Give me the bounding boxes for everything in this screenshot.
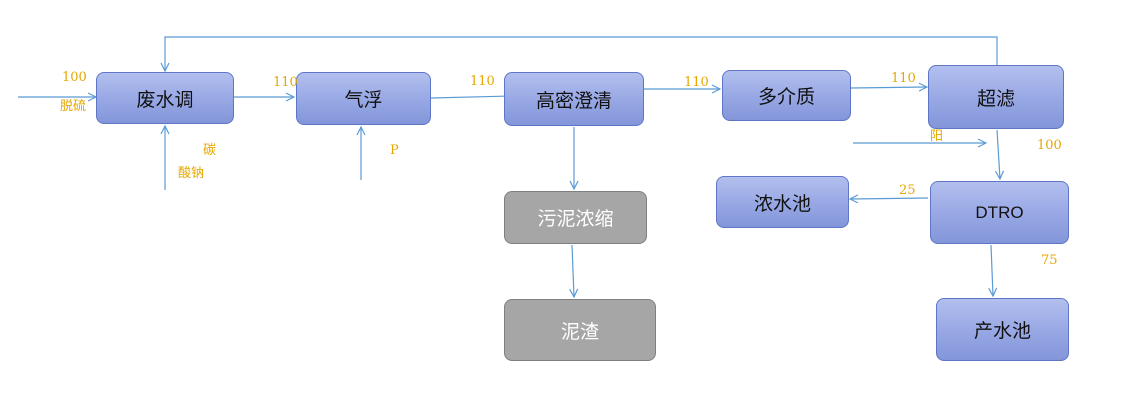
flow-label-flotation: 110 [273,75,298,90]
node-flotation: 气浮 [296,72,431,125]
arrow-flotation-to-clarify [430,96,512,98]
carbonate-label-2: 酸钠 [178,166,205,181]
node-multimedia: 多介质 [722,70,851,121]
node-concentrate-pool-label: 浓水池 [753,192,811,215]
node-product-pool-label: 产水池 [973,320,1031,342]
node-sludge-thicken-label: 污泥浓缩 [537,208,614,230]
node-concentrate-pool: 浓水池 [716,176,849,228]
node-multimedia-label: 多介质 [757,86,815,108]
arrow-dtro-to-product [991,244,993,296]
arrow-dtro-to-concentrate [850,198,929,199]
node-sludge-thicken: 污泥浓缩 [504,191,647,244]
arrow-thicken-to-residue [572,244,574,297]
product-flow-label: 75 [1041,253,1058,268]
uf-outflow-label: 100 [1037,138,1062,153]
node-high-density-clarify-label: 高密澄清 [535,89,612,112]
node-flotation-label: 气浮 [344,89,383,111]
inflow-value-label: 100 [62,70,87,85]
arrow-multimedia-to-uf [850,87,927,88]
node-ultrafiltration-label: 超滤 [976,87,1015,110]
node-product-pool: 产水池 [936,298,1069,361]
node-dtro: DTRO [930,181,1069,244]
uf-dose-label: 阳 [930,129,944,144]
recycle-loop [165,36,998,71]
node-waste-adjust: 废水调 [96,72,234,124]
flotation-dose-label: P [390,143,399,158]
node-sludge-residue: 泥渣 [504,299,656,361]
flow-label-multimedia: 110 [684,75,709,90]
inflow-name-label: 脱硫 [60,99,87,114]
node-high-density-clarify: 高密澄清 [504,72,644,126]
node-sludge-residue-label: 泥渣 [560,320,599,343]
arrow-uf-to-dtro [997,129,1000,179]
carbonate-label-1: 碳 [203,143,217,158]
node-ultrafiltration: 超滤 [928,65,1064,129]
node-dtro-label: DTRO [975,202,1024,222]
node-waste-adjust-label: 废水调 [136,88,194,111]
concentrate-flow-label: 25 [899,183,916,198]
flow-label-clarify: 110 [470,74,495,89]
flow-label-uf: 110 [891,71,916,86]
